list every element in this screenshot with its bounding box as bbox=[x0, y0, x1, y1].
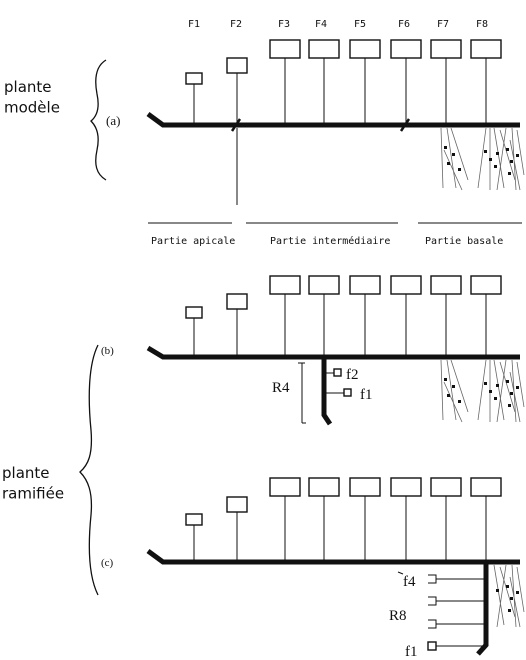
branch-r8 bbox=[476, 562, 489, 656]
main-stem-c bbox=[146, 548, 520, 565]
roots-b bbox=[440, 359, 525, 423]
leaf-f2 bbox=[226, 57, 248, 74]
panel-label-c: (c) bbox=[101, 557, 114, 569]
branch-label-r8: R8 bbox=[389, 608, 407, 624]
leaf-label-f3: F3 bbox=[278, 19, 290, 30]
leaf-f6 bbox=[390, 39, 422, 59]
branch-leaf-f1: f1 bbox=[405, 644, 418, 660]
panel-c: f4 f1 R8 bbox=[146, 477, 525, 660]
leaf-f1 bbox=[185, 72, 203, 85]
branch-leaf-f1: f1 bbox=[360, 387, 373, 403]
brace-model bbox=[90, 59, 107, 181]
leaf-label-f5: F5 bbox=[354, 19, 366, 30]
panel-a: Partie apicale Partie intermédiaire Part… bbox=[146, 39, 525, 247]
leaf-label-f4: F4 bbox=[315, 19, 327, 30]
leaf-label-f6: F6 bbox=[398, 19, 410, 30]
panel-label-b: (b) bbox=[101, 345, 114, 357]
zone-label-apical: Partie apicale bbox=[151, 236, 235, 247]
main-stem-b bbox=[146, 345, 520, 360]
zone-label-intermediate: Partie intermédiaire bbox=[270, 235, 390, 247]
leaf-f4 bbox=[308, 39, 340, 59]
branch-label-r4: R4 bbox=[272, 380, 290, 396]
main-stem-a bbox=[146, 111, 520, 128]
leaf-label-f2: F2 bbox=[230, 19, 242, 30]
leaf-f3 bbox=[269, 39, 301, 59]
panel-label-a: (a) bbox=[106, 113, 120, 128]
roots-a bbox=[440, 127, 525, 191]
branch-leaf-f2: f2 bbox=[346, 367, 359, 383]
panel-b: f2 f1 R4 bbox=[146, 275, 525, 426]
brace-branched bbox=[79, 344, 99, 596]
leaf-label-f7: F7 bbox=[437, 19, 449, 30]
leaf-f7 bbox=[430, 39, 462, 59]
branch-r4 bbox=[321, 357, 333, 426]
leaf-label-f1: F1 bbox=[188, 19, 200, 30]
leaf-label-row: F1 F2 F3 F4 F5 F6 F7 F8 bbox=[188, 19, 488, 30]
leaf-label-f8: F8 bbox=[476, 19, 488, 30]
leaf-f8 bbox=[470, 39, 502, 59]
leaf-f5 bbox=[349, 39, 381, 59]
roots-c bbox=[493, 564, 525, 628]
branch-leaf-f4: f4 bbox=[403, 574, 416, 590]
zone-label-basal: Partie basale bbox=[425, 236, 503, 247]
